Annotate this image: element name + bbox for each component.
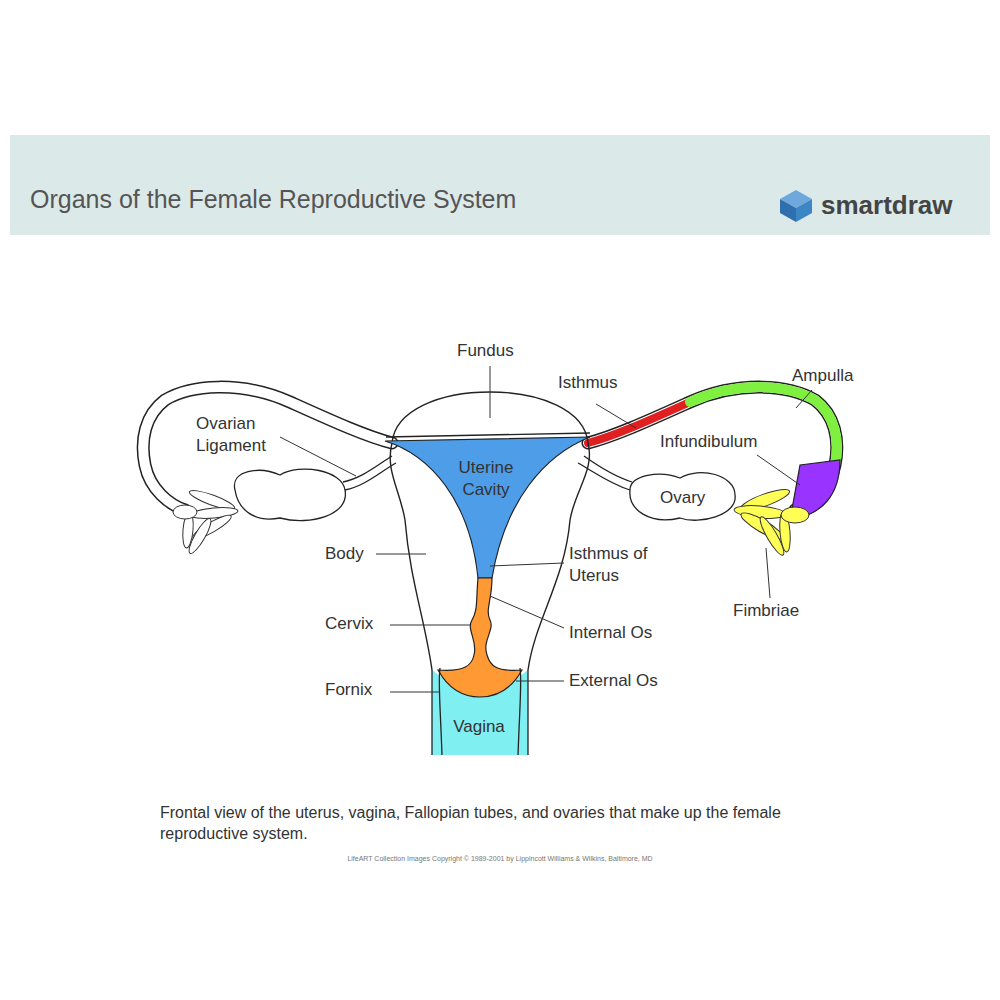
- part-label: Fornix: [325, 679, 372, 701]
- logo-text: smartdraw: [821, 188, 953, 222]
- part-label: Body: [325, 543, 364, 565]
- part-label: Infundibulum: [660, 431, 757, 453]
- part-label: Ampulla: [792, 365, 853, 387]
- part-label: Ovarian Ligament: [196, 413, 286, 457]
- part-label: Cervix: [325, 613, 373, 635]
- logo-icon: [780, 190, 812, 222]
- part-label: Isthmus of Uterus: [569, 543, 664, 587]
- cervical-canal: [438, 578, 522, 697]
- part-label: Uterine Cavity: [441, 457, 531, 501]
- part-label: Fimbriae: [733, 600, 799, 622]
- vaginal-walls: [432, 668, 528, 755]
- caption: Frontal view of the uterus, vagina, Fall…: [160, 802, 850, 844]
- diagram-title: Organs of the Female Reproductive System: [30, 183, 516, 216]
- part-label: Ovary: [660, 487, 705, 509]
- part-label: External Os: [569, 670, 658, 692]
- left-fimbriae: [173, 487, 238, 556]
- part-label: Isthmus: [558, 372, 618, 394]
- uterine-cavity: [385, 437, 590, 578]
- title-band: [10, 135, 990, 235]
- part-label: Fundus: [457, 340, 514, 362]
- copyright-note: LifeART Collection Images Copyright © 19…: [347, 854, 652, 863]
- leader-lines: [280, 366, 812, 692]
- part-label: Vagina: [453, 716, 505, 738]
- right-fimbriae: [734, 485, 809, 557]
- part-label: Internal Os: [569, 622, 652, 644]
